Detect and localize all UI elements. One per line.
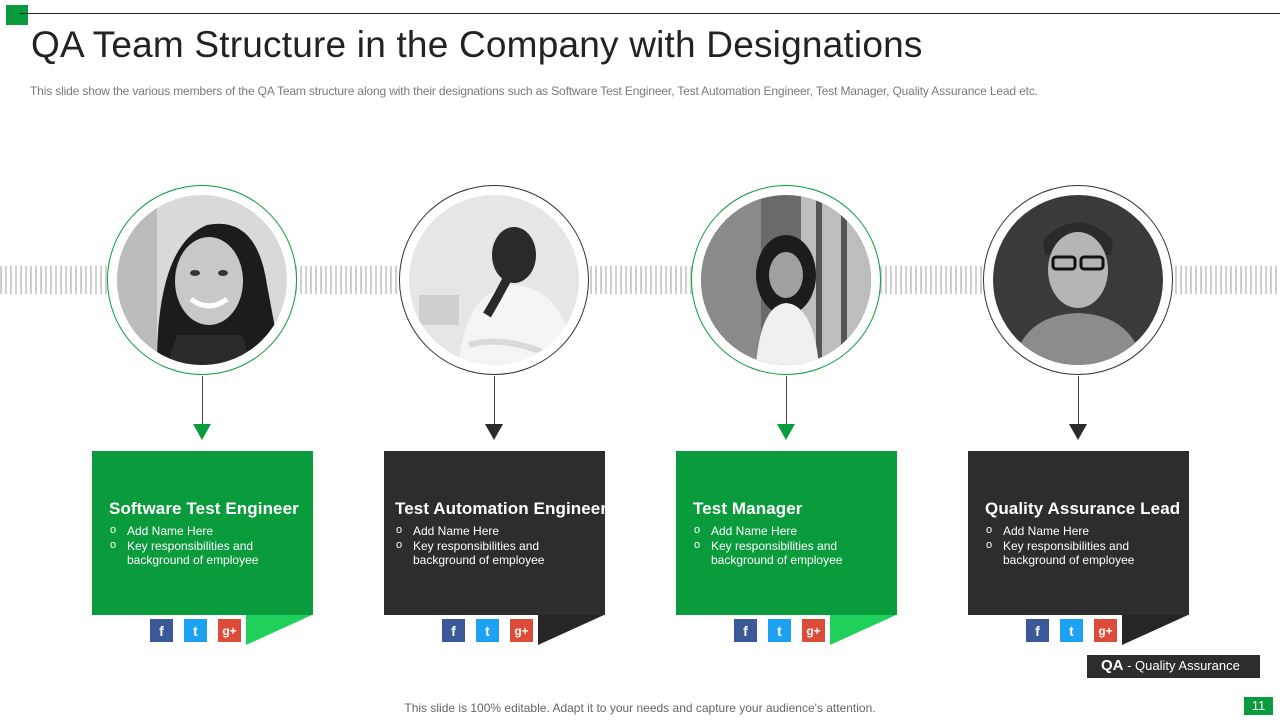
slide-title: QA Team Structure in the Company with De… (31, 24, 923, 65)
designation-box: Test Manager Add Name Here Key responsib… (676, 451, 897, 615)
down-arrow-icon (777, 424, 795, 440)
designation-box: Quality Assurance Lead Add Name Here Key… (968, 451, 1189, 615)
member-photo (701, 195, 871, 365)
bullet-responsibilities: Key responsibilities and background of e… (985, 538, 1173, 568)
bullet-name: Add Name Here (395, 523, 589, 539)
bullet-name: Add Name Here (693, 523, 881, 539)
legend-text: - Quality Assurance (1123, 658, 1240, 673)
google-plus-icon[interactable]: g+ (1094, 619, 1117, 642)
bullet-name: Add Name Here (109, 523, 297, 539)
member-card-3: Test Manager Add Name Here Key responsib… (676, 0, 898, 720)
down-arrow-icon (485, 424, 503, 440)
bullet-list: Add Name Here Key responsibilities and b… (693, 523, 881, 568)
down-arrow-icon (193, 424, 211, 440)
google-plus-icon[interactable]: g+ (218, 619, 241, 642)
corner-fold (246, 615, 312, 645)
corner-fold (830, 615, 896, 645)
social-links: f t g+ (442, 619, 533, 642)
bullet-responsibilities: Key responsibilities and background of e… (109, 538, 297, 568)
qa-legend: QA - Quality Assurance (1087, 655, 1260, 678)
connector-line (494, 376, 495, 424)
photo-ring (983, 185, 1173, 375)
member-card-1: Software Test Engineer Add Name Here Key… (92, 0, 314, 720)
bullet-responsibilities: Key responsibilities and background of e… (693, 538, 881, 568)
social-links: f t g+ (734, 619, 825, 642)
bullet-list: Add Name Here Key responsibilities and b… (109, 523, 297, 568)
google-plus-icon[interactable]: g+ (802, 619, 825, 642)
connector-line (786, 376, 787, 424)
footer-note: This slide is 100% editable. Adapt it to… (404, 701, 876, 715)
connector-line (1078, 376, 1079, 424)
down-arrow-icon (1069, 424, 1087, 440)
member-card-2: Test Automation Engineer Add Name Here K… (384, 0, 608, 720)
designation-box: Software Test Engineer Add Name Here Key… (92, 451, 313, 615)
corner-accent (6, 5, 28, 25)
photo-ring (399, 185, 589, 375)
facebook-icon[interactable]: f (734, 619, 757, 642)
designation-box: Test Automation Engineer Add Name Here K… (384, 451, 608, 615)
social-links: f t g+ (1026, 619, 1117, 642)
twitter-icon[interactable]: t (1060, 619, 1083, 642)
member-photo (409, 195, 579, 365)
bullet-responsibilities: Key responsibilities and background of e… (395, 538, 589, 568)
facebook-icon[interactable]: f (150, 619, 173, 642)
connector-line (202, 376, 203, 424)
photo-ring (107, 185, 297, 375)
slide-subtitle: This slide show the various members of t… (30, 84, 1038, 98)
corner-fold (538, 615, 604, 645)
bullet-name: Add Name Here (985, 523, 1173, 539)
google-plus-icon[interactable]: g+ (510, 619, 533, 642)
bullet-list: Add Name Here Key responsibilities and b… (395, 523, 589, 568)
facebook-icon[interactable]: f (442, 619, 465, 642)
designation-title: Test Manager (693, 499, 803, 518)
bullet-list: Add Name Here Key responsibilities and b… (985, 523, 1173, 568)
member-card-4: Quality Assurance Lead Add Name Here Key… (968, 0, 1190, 720)
photo-ring (691, 185, 881, 375)
member-photo (117, 195, 287, 365)
corner-fold (1122, 615, 1188, 645)
page-number: 11 (1244, 697, 1273, 715)
designation-title: Software Test Engineer (109, 499, 299, 518)
twitter-icon[interactable]: t (476, 619, 499, 642)
social-links: f t g+ (150, 619, 241, 642)
designation-title: Test Automation Engineer (395, 499, 608, 518)
legend-abbr: QA (1101, 657, 1124, 674)
facebook-icon[interactable]: f (1026, 619, 1049, 642)
top-divider (20, 13, 1280, 14)
member-photo (993, 195, 1163, 365)
designation-title: Quality Assurance Lead (985, 499, 1181, 518)
twitter-icon[interactable]: t (184, 619, 207, 642)
twitter-icon[interactable]: t (768, 619, 791, 642)
